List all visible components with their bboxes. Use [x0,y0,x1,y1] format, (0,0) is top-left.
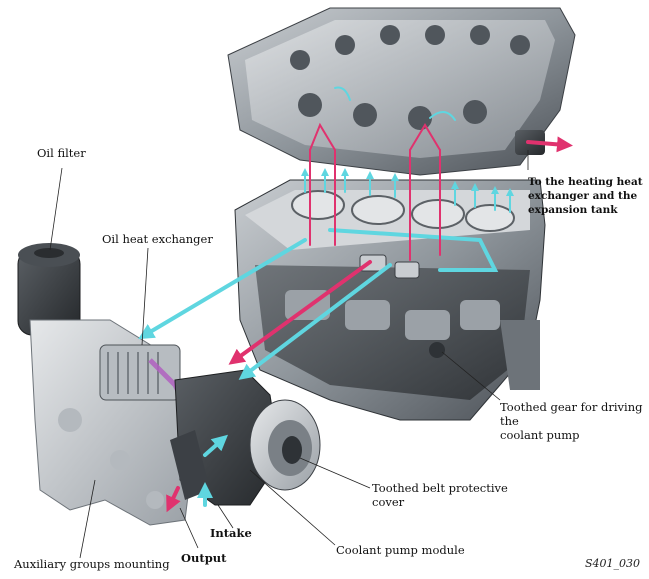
leader-lines [49,150,529,559]
oil-filter [17,243,81,336]
label-oil-filter: Oil filter [37,146,86,160]
coolant-cold-flows [138,86,514,507]
coolant-pump-module [170,369,321,506]
figure-code: S401_030 [585,557,641,570]
label-toothed-gear: Toothed gear for driving the coolant pum… [500,400,643,442]
cylinder-head [227,7,576,176]
label-heating-heat-exchanger: To the heating heat exchanger and the ex… [528,176,643,216]
label-toothed-belt-cover: Toothed belt protective cover [372,481,508,509]
engine-block [234,179,546,421]
label-coolant-pump-module: Coolant pump module [336,543,465,557]
coolant-hot-flows [166,122,573,513]
label-output: Output [181,551,227,565]
label-auxiliary-groups-mounting: Auxiliary groups mounting [14,557,170,571]
oil-heat-exchanger [99,344,188,407]
label-oil-heat-exchanger: Oil heat exchanger [102,232,213,246]
label-intake: Intake [210,526,252,540]
